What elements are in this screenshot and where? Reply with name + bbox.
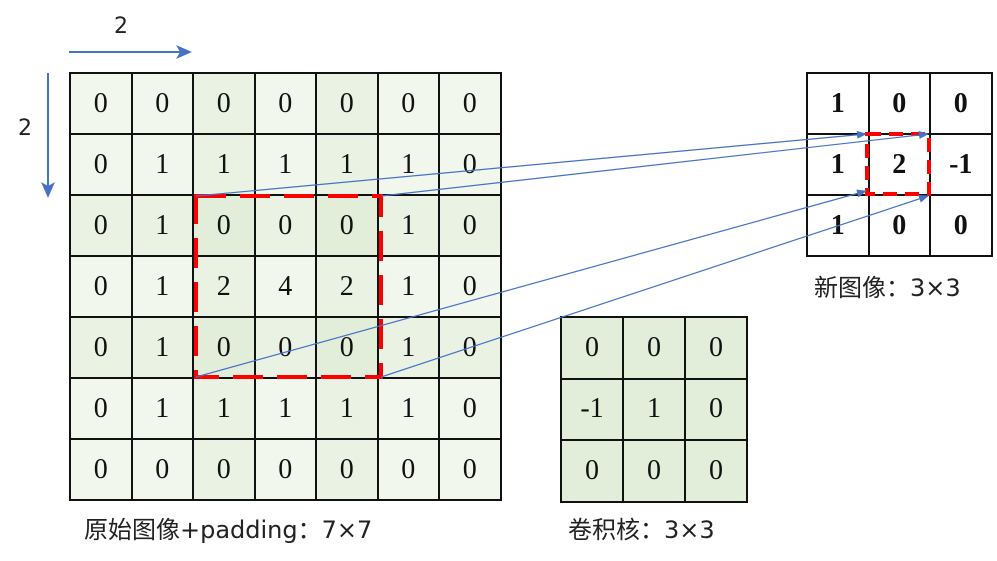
input-caption: 原始图像+padding：7×7 xyxy=(84,516,373,544)
input-cell: 0 xyxy=(438,316,502,379)
output-cell: -1 xyxy=(929,133,993,196)
input-cell: 0 xyxy=(130,438,194,501)
kernel-cell: 0 xyxy=(622,439,686,503)
input-cell: 0 xyxy=(438,133,502,196)
input-cell: 1 xyxy=(130,194,194,257)
input-cell: 0 xyxy=(315,72,379,135)
output-cell: 0 xyxy=(867,72,931,135)
input-cell: 0 xyxy=(315,438,379,501)
input-cell: 1 xyxy=(376,133,440,196)
stride-horizontal-label: 2 xyxy=(114,14,128,39)
input-cell: 0 xyxy=(253,438,317,501)
output-cell: 1 xyxy=(806,194,870,257)
output-cell: 1 xyxy=(806,72,870,135)
input-cell: 1 xyxy=(192,377,256,440)
kernel-cell: 0 xyxy=(560,439,624,503)
kernel-cell: 0 xyxy=(622,316,686,380)
input-cell: 2 xyxy=(315,255,379,318)
input-cell: 0 xyxy=(192,438,256,501)
output-cell: 1 xyxy=(806,133,870,196)
input-cell: 2 xyxy=(192,255,256,318)
input-cell: 0 xyxy=(438,194,502,257)
output-cell: 0 xyxy=(867,194,931,257)
input-cell: 1 xyxy=(130,316,194,379)
output-cell: 2 xyxy=(867,133,931,196)
input-cell: 0 xyxy=(192,316,256,379)
input-cell: 0 xyxy=(438,377,502,440)
input-cell: 1 xyxy=(376,377,440,440)
input-cell: 0 xyxy=(69,255,133,318)
kernel-cell: 1 xyxy=(622,377,686,441)
input-cell: 0 xyxy=(192,194,256,257)
input-cell: 0 xyxy=(69,438,133,501)
output-cell: 0 xyxy=(929,72,993,135)
input-cell: 0 xyxy=(438,72,502,135)
input-cell: 0 xyxy=(315,316,379,379)
input-cell: 0 xyxy=(253,72,317,135)
input-cell: 0 xyxy=(315,194,379,257)
kernel-cell: 0 xyxy=(684,377,748,441)
input-cell: 0 xyxy=(438,438,502,501)
input-cell: 1 xyxy=(130,255,194,318)
input-cell: 1 xyxy=(315,133,379,196)
input-cell: 0 xyxy=(69,194,133,257)
input-cell: 0 xyxy=(69,316,133,379)
input-cell: 0 xyxy=(253,316,317,379)
input-cell: 0 xyxy=(438,255,502,318)
input-cell: 1 xyxy=(130,377,194,440)
input-cell: 1 xyxy=(253,377,317,440)
input-cell: 1 xyxy=(376,194,440,257)
input-cell: 1 xyxy=(130,133,194,196)
kernel-cell: -1 xyxy=(560,377,624,441)
input-cell: 0 xyxy=(69,377,133,440)
input-cell: 0 xyxy=(376,438,440,501)
input-cell: 1 xyxy=(315,377,379,440)
input-cell: 1 xyxy=(376,255,440,318)
stride-vertical-label: 2 xyxy=(18,116,32,141)
input-cell: 1 xyxy=(192,133,256,196)
input-cell: 0 xyxy=(253,194,317,257)
input-cell: 1 xyxy=(253,133,317,196)
kernel-cell: 0 xyxy=(684,439,748,503)
kernel-cell: 0 xyxy=(684,316,748,380)
input-cell: 0 xyxy=(69,72,133,135)
kernel-cell: 0 xyxy=(560,316,624,380)
input-cell: 0 xyxy=(69,133,133,196)
input-cell: 0 xyxy=(192,72,256,135)
input-cell: 0 xyxy=(376,72,440,135)
output-caption: 新图像：3×3 xyxy=(814,274,961,302)
input-cell: 1 xyxy=(376,316,440,379)
kernel-caption: 卷积核：3×3 xyxy=(568,516,715,544)
output-cell: 0 xyxy=(929,194,993,257)
input-cell: 4 xyxy=(253,255,317,318)
input-cell: 0 xyxy=(130,72,194,135)
